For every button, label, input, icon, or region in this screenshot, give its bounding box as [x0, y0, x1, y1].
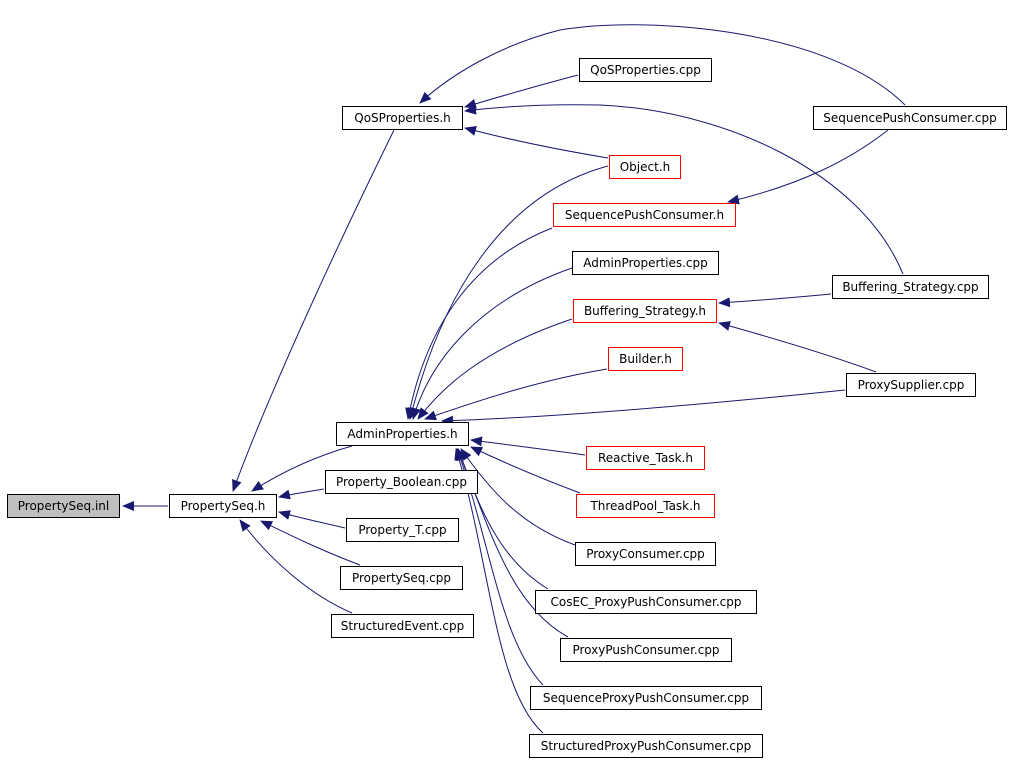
node-propertyseq-h[interactable]: PropertySeq.h: [169, 494, 277, 518]
node-threadpool-task-h[interactable]: ThreadPool_Task.h: [576, 494, 715, 518]
edge-proxyconsumer-cpp-to-adminproperties-h: [460, 448, 576, 546]
node-proxysupplier-cpp[interactable]: ProxySupplier.cpp: [846, 373, 976, 397]
edge-qosproperties-h-to-propertyseq-h: [232, 129, 395, 492]
edge-object-h-to-adminproperties-h: [407, 165, 609, 420]
node-proxyconsumer-cpp[interactable]: ProxyConsumer.cpp: [575, 542, 716, 566]
node-reactive-task-h[interactable]: Reactive_Task.h: [586, 446, 705, 470]
node-buffering-strategy-cpp[interactable]: Buffering_Strategy.cpp: [832, 275, 989, 299]
node-adminproperties-h[interactable]: AdminProperties.h: [336, 422, 469, 446]
node-qosproperties-h[interactable]: QoSProperties.h: [342, 106, 463, 130]
node-object-h[interactable]: Object.h: [609, 155, 681, 179]
node-structuredevent-cpp[interactable]: StructuredEvent.cpp: [331, 614, 474, 638]
node-qosproperties-cpp[interactable]: QoSProperties.cpp: [579, 58, 712, 82]
edge-proxysupplier-cpp-to-adminproperties-h: [441, 389, 846, 426]
edge-buffering-strategy-cpp-to-qosproperties-h: [464, 104, 904, 275]
node-builder-h[interactable]: Builder.h: [608, 347, 683, 371]
edge-reactive-task-h-to-adminproperties-h: [470, 436, 586, 456]
node-cosec-proxypushconsumer-cpp[interactable]: CosEC_ProxyPushConsumer.cpp: [535, 590, 757, 614]
edge-structuredevent-to-propertyseq-h: [239, 519, 353, 614]
node-buffering-strategy-h[interactable]: Buffering_Strategy.h: [573, 299, 717, 323]
edge-propertyseq-cpp-to-propertyseq-h: [260, 520, 361, 566]
node-property-boolean-cpp[interactable]: Property_Boolean.cpp: [325, 470, 478, 494]
edge-adminproperties-cpp-to-adminproperties-h: [411, 267, 573, 420]
edge-sequencepushconsumer-cpp-to-sequencepushconsumer-h: [727, 129, 889, 205]
edge-object-h-to-qosproperties-h: [464, 126, 609, 159]
node-sequenceproxypushconsumer-cpp[interactable]: SequenceProxyPushConsumer.cpp: [530, 686, 762, 710]
edge-qosproperties-cpp-to-qosproperties-h: [464, 74, 579, 109]
edge-proxysupplier-cpp-to-buffering-strategy-h: [718, 321, 877, 373]
edge-buffering-strategy-h-to-adminproperties-h: [417, 318, 573, 420]
edge-buffering-strategy-cpp-to-buffering-strategy-h: [718, 293, 832, 308]
node-structuredproxypushconsumer-cpp[interactable]: StructuredProxyPushConsumer.cpp: [529, 734, 763, 758]
edge-sequencepushconsumer-cpp-to-qosproperties-h: [419, 24, 906, 106]
node-adminproperties-cpp[interactable]: AdminProperties.cpp: [572, 251, 719, 275]
edge-property-boolean-to-propertyseq-h: [278, 488, 325, 500]
edge-property-t-to-propertyseq-h: [278, 510, 346, 529]
node-propertyseq-cpp[interactable]: PropertySeq.cpp: [340, 566, 463, 590]
node-propertyseq-inl: PropertySeq.inl: [7, 494, 120, 518]
node-property-t-cpp[interactable]: Property_T.cpp: [346, 518, 459, 542]
edge-sequencepushconsumer-h-to-adminproperties-h: [405, 227, 553, 420]
edge-adminproperties-h-to-propertyseq-h: [251, 445, 353, 492]
node-sequencepushconsumer-cpp[interactable]: SequencePushConsumer.cpp: [813, 106, 1007, 130]
node-proxypushconsumer-cpp[interactable]: ProxyPushConsumer.cpp: [560, 638, 732, 662]
node-sequencepushconsumer-h[interactable]: SequencePushConsumer.h: [553, 203, 736, 227]
edge-threadpool-task-h-to-adminproperties-h: [470, 446, 581, 494]
edge-builder-h-to-adminproperties-h: [424, 368, 608, 421]
